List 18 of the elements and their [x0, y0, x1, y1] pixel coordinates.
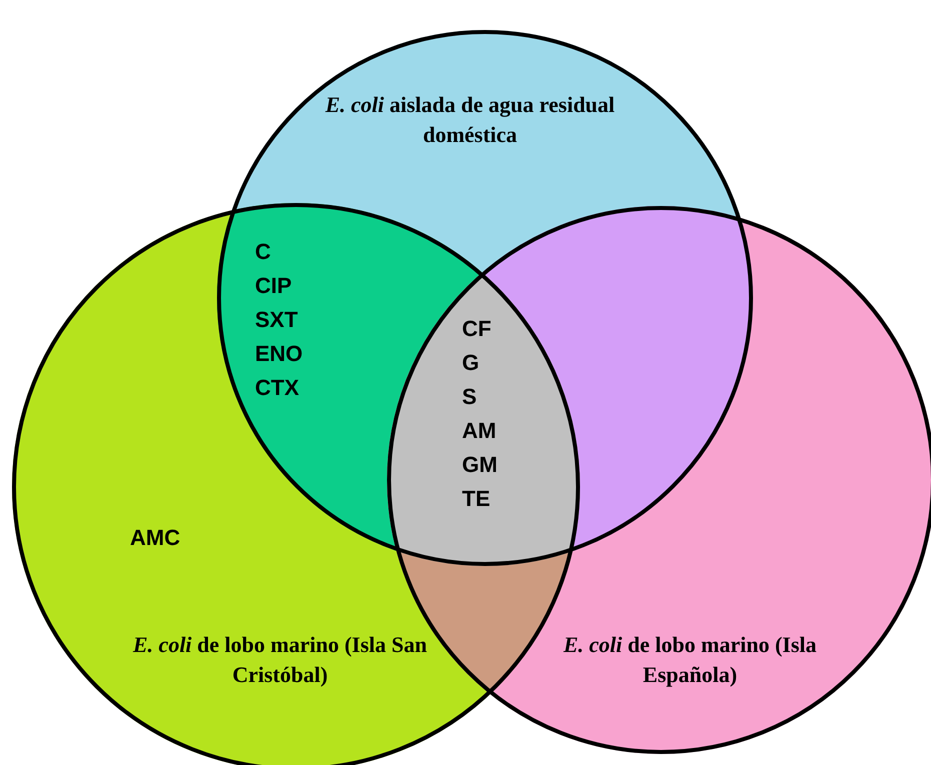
set-circle — [217, 30, 753, 566]
set-caption: E. coli de lobo marino (Isla San Cristóbal) — [132, 631, 428, 689]
antibiotic-code: G — [462, 350, 480, 376]
antibiotic-code: C — [255, 239, 271, 265]
antibiotic-code: TE — [462, 486, 490, 512]
antibiotic-code: GM — [462, 452, 498, 478]
antibiotic-code: SXT — [255, 307, 298, 333]
antibiotic-code: CF — [462, 316, 492, 342]
antibiotic-code: AMC — [130, 525, 180, 551]
antibiotic-code: AM — [462, 418, 496, 444]
antibiotic-code: CTX — [255, 375, 299, 401]
set-circle — [387, 206, 931, 754]
antibiotic-code: CIP — [255, 273, 292, 299]
set-caption: E. coli de lobo marino (Isla Española) — [562, 631, 818, 689]
antibiotic-code: ENO — [255, 341, 303, 367]
antibiotic-code: S — [462, 384, 477, 410]
set-circle — [12, 203, 580, 765]
set-caption: E. coli aislada de agua residual doméstica — [324, 91, 616, 149]
